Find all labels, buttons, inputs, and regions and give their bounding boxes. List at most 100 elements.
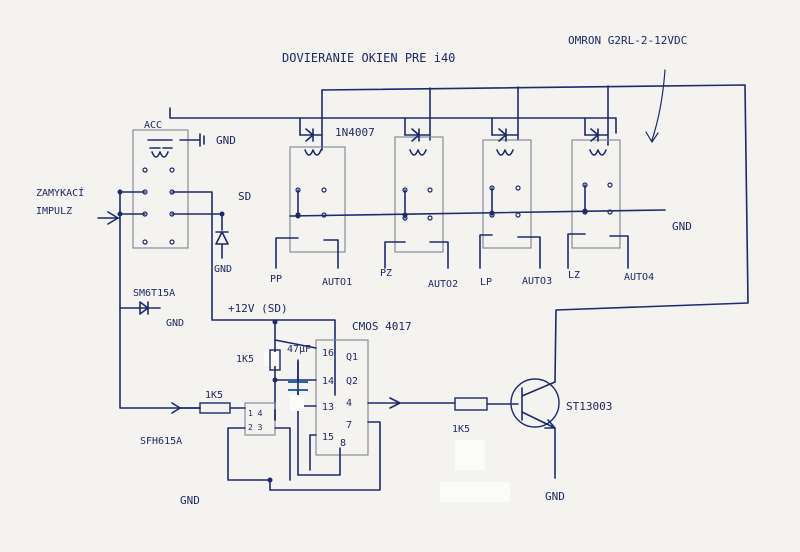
coil-bus-drops bbox=[321, 85, 609, 151]
relay-2-coil bbox=[404, 128, 431, 156]
tvs-diode bbox=[119, 301, 161, 315]
relay-1-coil bbox=[299, 128, 323, 156]
r1-label: 1K5 bbox=[236, 354, 254, 365]
acc-pin bbox=[169, 239, 175, 245]
ic-pin7: 7 bbox=[346, 420, 352, 431]
acc-gnd-wire bbox=[179, 133, 205, 147]
ic-q1: Q1 bbox=[346, 352, 358, 363]
auto3-label: AUTO3 bbox=[522, 276, 552, 287]
pin7-wire bbox=[269, 421, 381, 491]
diode-label: 1N4007 bbox=[335, 126, 375, 139]
opto-label: SFH615A bbox=[140, 436, 182, 447]
relay-pin bbox=[515, 212, 521, 218]
cap-label: 47μF bbox=[287, 344, 311, 355]
opto-input-resistor bbox=[171, 402, 201, 414]
coil-bus-top bbox=[321, 84, 749, 383]
resistor-1k5-input bbox=[199, 402, 231, 414]
acc-pin bbox=[169, 167, 175, 173]
acc-pin bbox=[142, 167, 148, 173]
relay-4-contacts bbox=[567, 233, 629, 269]
gnd-label-relays: GND bbox=[672, 220, 692, 233]
whiteout-patch bbox=[290, 395, 304, 411]
lp-label: LP bbox=[480, 277, 492, 288]
relay-pin bbox=[427, 187, 433, 193]
pp-label: PP bbox=[270, 274, 282, 285]
impulz-label: IMPULZ bbox=[36, 206, 72, 217]
relay-pin bbox=[607, 182, 613, 188]
gnd-label-bottom-right: GND bbox=[545, 490, 565, 503]
v12-label: +12V (SD) bbox=[228, 302, 288, 315]
pin15-wire bbox=[309, 434, 317, 471]
auto2-label: AUTO2 bbox=[428, 279, 458, 290]
relay-pin bbox=[321, 187, 327, 193]
transistor-st13003 bbox=[510, 378, 560, 428]
r3-label: 1K5 bbox=[452, 424, 470, 435]
relay-pin bbox=[607, 209, 613, 215]
relay-type-label: OMRON G2RL-2-12VDC bbox=[568, 34, 687, 47]
cmos-label: CMOS 4017 bbox=[352, 320, 412, 333]
gnd-label-tvs: GND bbox=[166, 318, 184, 329]
ic-pin16: 16 bbox=[322, 348, 334, 359]
ic-pin16-wire bbox=[274, 321, 317, 353]
diode-bus-drops bbox=[299, 117, 586, 136]
r2-label: 1K5 bbox=[205, 390, 223, 401]
sd-zener bbox=[215, 231, 229, 259]
cmos-4017-body bbox=[315, 339, 369, 456]
junction bbox=[402, 212, 408, 218]
gnd-label-bottom-left: GND bbox=[180, 494, 200, 507]
junction bbox=[117, 189, 123, 195]
resistor-1k5-vertical bbox=[269, 349, 281, 371]
ic-pin4: 4 bbox=[346, 398, 352, 409]
lz-label: LZ bbox=[568, 270, 580, 281]
ic-pin15: 15 bbox=[322, 432, 334, 443]
auto1-label: AUTO1 bbox=[322, 277, 352, 288]
relay-4-coil bbox=[584, 128, 609, 156]
acc-relay-body bbox=[132, 129, 189, 249]
diagram-title: DOVIERANIE OKIEN PRE i40 bbox=[282, 51, 455, 65]
relay-3-contacts bbox=[479, 234, 541, 269]
opto-pin-bottom: 2 3 bbox=[248, 423, 263, 432]
junction bbox=[582, 208, 588, 214]
opto-wires bbox=[227, 407, 291, 481]
ic-pin8: 8 bbox=[340, 438, 346, 449]
pz-label: PZ bbox=[380, 268, 392, 279]
ic-q2: Q2 bbox=[346, 376, 358, 387]
junction bbox=[219, 211, 225, 217]
relay-pin bbox=[427, 215, 433, 221]
relay-4-body bbox=[571, 139, 621, 249]
resistor-1k5-whiteout bbox=[264, 352, 278, 366]
junction bbox=[272, 377, 278, 383]
acc-label: ACC bbox=[144, 120, 162, 131]
junction bbox=[267, 477, 273, 483]
ic-pin13: 13 bbox=[322, 402, 334, 413]
whiteout-patch bbox=[440, 482, 510, 502]
acc-relay-coil bbox=[147, 139, 173, 158]
relay-pin bbox=[515, 185, 521, 191]
sd-label: SD bbox=[238, 190, 251, 203]
auto4-label: AUTO4 bbox=[624, 272, 654, 283]
diode-bus bbox=[169, 107, 617, 134]
junction bbox=[272, 319, 278, 325]
transistor-label: ST13003 bbox=[566, 400, 612, 413]
relay-3-coil bbox=[491, 128, 519, 156]
impulse-input-wire bbox=[97, 189, 201, 409]
tvs-label: SM6T15A bbox=[133, 288, 175, 299]
relay-2-contacts bbox=[384, 241, 449, 269]
gnd-label-sd: GND bbox=[214, 264, 232, 275]
relay-1-contacts bbox=[275, 237, 339, 269]
junction bbox=[295, 213, 301, 219]
junction bbox=[489, 210, 495, 216]
pin4-output bbox=[367, 397, 456, 409]
impulse-to-relay bbox=[119, 191, 146, 215]
relay-1-body bbox=[289, 146, 346, 253]
zamykaci-label: ZAMYKACÍ bbox=[36, 186, 84, 199]
opto-pin-top: 1 4 bbox=[248, 409, 263, 418]
relay-3-body bbox=[482, 139, 532, 249]
resistor-1k5-output bbox=[454, 397, 488, 411]
gnd-label-acc: GND bbox=[216, 134, 236, 147]
whiteout-patch bbox=[455, 440, 485, 470]
relay-gnd-bus bbox=[289, 184, 666, 219]
transistor-leads bbox=[521, 381, 556, 479]
